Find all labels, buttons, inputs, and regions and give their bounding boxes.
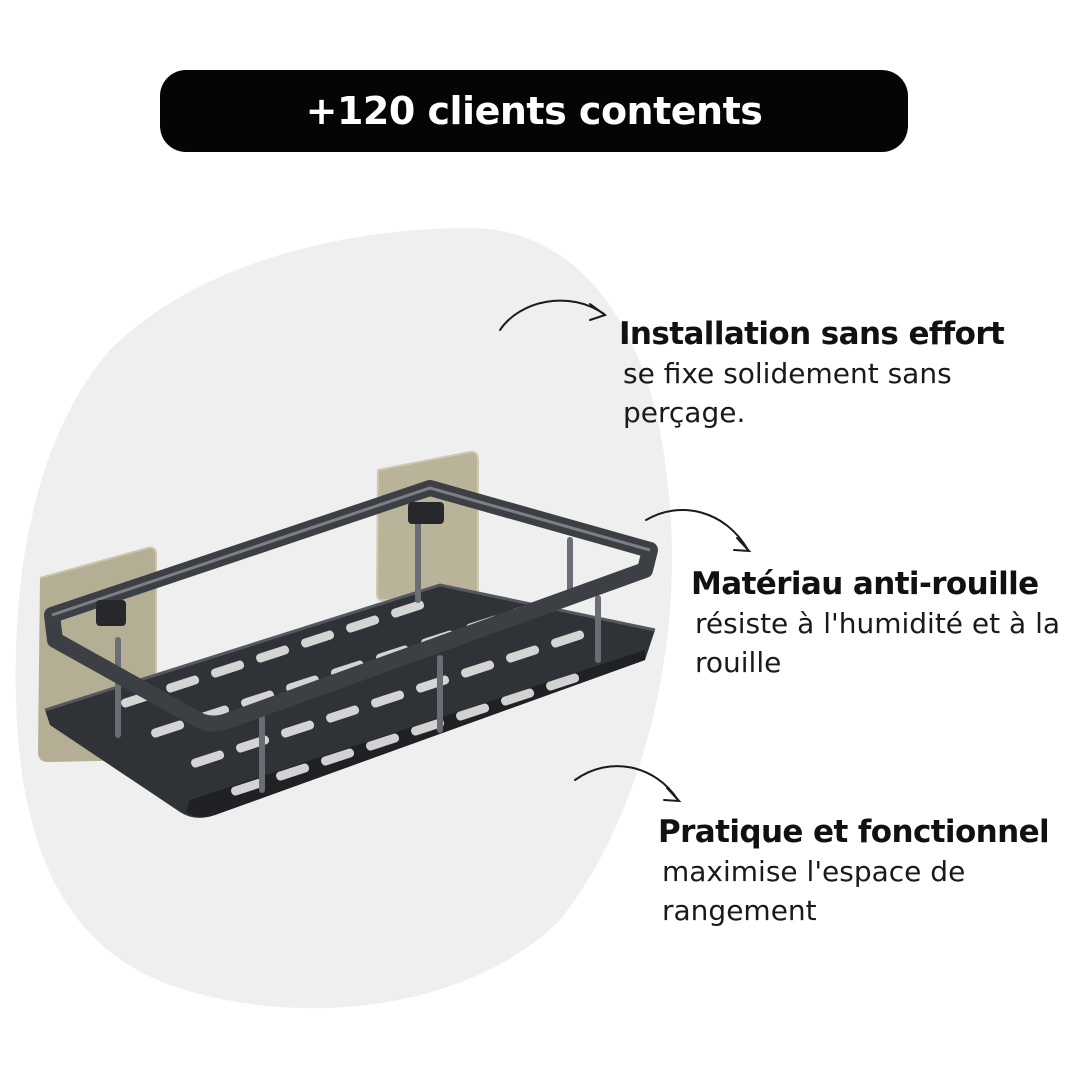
feature-description: se fixe solidement sans perçage. — [623, 357, 952, 429]
customer-count-banner: +120 clients contents — [160, 70, 908, 152]
feature-material: Matériau anti-rouille résiste à l'humidi… — [691, 564, 1080, 682]
feature-title: Installation sans effort — [619, 316, 1005, 352]
feature-title: Matériau anti-rouille — [691, 566, 1039, 602]
banner-text: +120 clients contents — [305, 89, 763, 133]
feature-description: résiste à l'humidité et à la rouille — [695, 607, 1061, 679]
feature-practical: Pratique et fonctionnel maximise l'espac… — [658, 812, 1050, 930]
feature-installation: Installation sans effort se fixe solidem… — [619, 314, 1023, 432]
feature-description: maximise l'espace de rangement — [662, 855, 966, 927]
feature-title: Pratique et fonctionnel — [658, 814, 1050, 850]
